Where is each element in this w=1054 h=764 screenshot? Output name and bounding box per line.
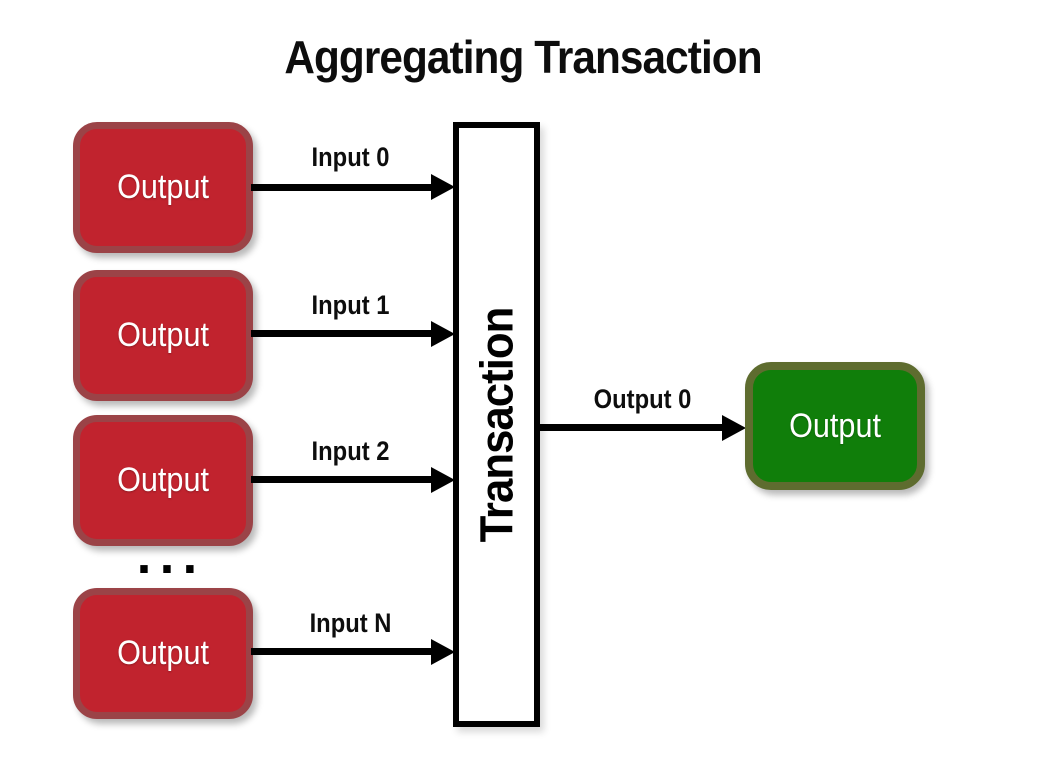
source-output-box-1: Output: [73, 270, 253, 401]
destination-output-box: Output: [745, 362, 925, 490]
source-output-box-0: Output: [73, 122, 253, 253]
input-arrow-head-icon-2: [431, 467, 455, 493]
destination-output-label: Output: [789, 406, 881, 445]
input-arrow-line-2: [251, 476, 433, 483]
input-edge-label-1: Input 1: [311, 290, 390, 320]
source-output-label-2: Output: [117, 461, 209, 499]
input-arrow-head-icon-n: [431, 639, 455, 665]
diagram-title: Aggregating Transaction: [284, 31, 762, 83]
source-output-box-n: Output: [73, 588, 253, 719]
input-arrow-head-icon-1: [431, 321, 455, 347]
transaction-label: Transaction: [470, 307, 523, 542]
input-edge-label-0: Input 0: [311, 142, 390, 172]
source-output-label-n: Output: [117, 634, 209, 672]
input-edge-label-2: Input 2: [311, 436, 390, 466]
input-edge-label-n: Input N: [309, 608, 392, 638]
source-output-box-2: Output: [73, 415, 253, 546]
input-arrow-line-n: [251, 648, 433, 655]
output-arrow-head-icon: [722, 415, 746, 441]
input-arrow-line-1: [251, 330, 433, 337]
transaction-box: Transaction: [453, 122, 540, 727]
output-arrow-line: [538, 424, 725, 431]
input-arrow-line-0: [251, 184, 433, 191]
ellipsis-dots: ...: [136, 534, 205, 583]
input-arrow-head-icon-0: [431, 174, 455, 200]
source-output-label-1: Output: [117, 316, 209, 354]
output-edge-label: Output 0: [593, 384, 692, 414]
source-output-label-0: Output: [117, 168, 209, 206]
